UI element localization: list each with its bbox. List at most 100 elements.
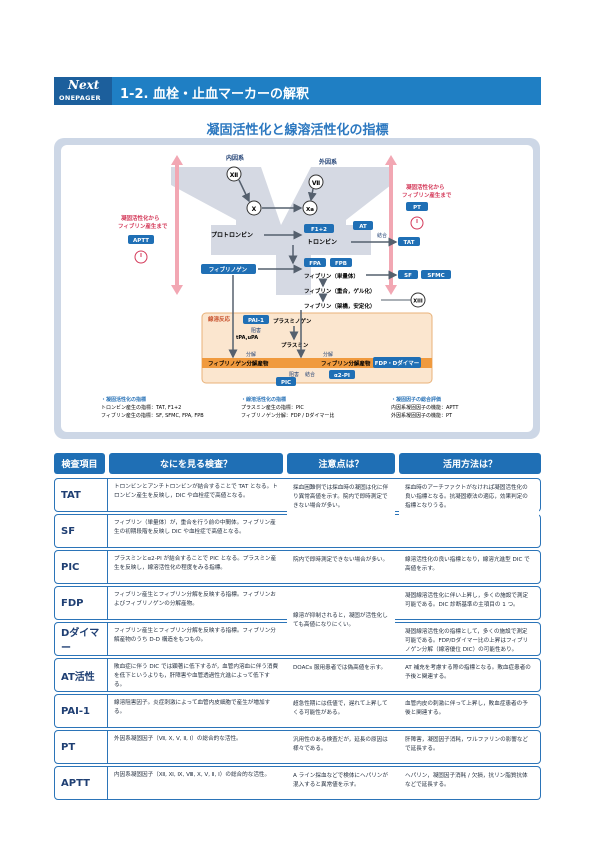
diagram-canvas: 内因系 外因系 Ⅻ Ⅶ Ⅹ Ⅹa プロトロンビン F1+2 トロンビン AT 結…	[61, 145, 533, 432]
use-tat-sf: 採血時のアーチファクトがなければ凝固活性化の良い指標となる。抗凝固療法の適応，効…	[399, 480, 539, 546]
tat-box	[398, 237, 420, 246]
fibrin-stable-label: フィブリン（架橋，安定化）	[304, 302, 375, 310]
fpb-box	[330, 258, 352, 267]
use-at: AT 補充を考慮する際の指標となる。敗血症患者の予後と関連する。	[399, 660, 539, 690]
coagulation-diagram: 内因系 外因系 Ⅻ Ⅶ Ⅹ Ⅹa プロトロンビン F1+2 トロンビン AT 結…	[97, 154, 497, 429]
pic-box	[276, 377, 296, 386]
at-bind-label: 結合	[377, 232, 387, 239]
f12-label: F1+2	[311, 227, 327, 233]
item-description: 外因系凝固因子（Ⅶ, Ⅹ, Ⅴ, Ⅱ, Ⅰ）の総合的な活性。	[114, 736, 242, 742]
aptt-label: APTT	[133, 238, 149, 244]
sfmc-box	[421, 270, 451, 279]
item-description: トロンビンとアンチトロンビンが結合することで TAT となる。トロンビン産生を反…	[114, 484, 278, 499]
use-pic: 線溶活性化の良い指標となり，線溶亢進型 DIC で高値を示す。	[399, 552, 539, 582]
intrinsic-label: 内因系	[226, 154, 244, 162]
fpa-label: FPA	[309, 261, 321, 267]
legend2-line1: プラスミン産生の指標：PIC	[241, 404, 304, 411]
factor-x-label: Ⅹ	[252, 206, 257, 213]
degrade-right-label: 分解	[323, 351, 333, 358]
use-ddimer: 凝固線溶活性化の指標として，多くの施設で測定可能である。FDP/Dダイマー比の上…	[399, 624, 539, 654]
sfmc-label: SFMC	[427, 273, 444, 279]
sf-label: SF	[404, 273, 412, 279]
plasminogen-label: プラスミノゲン	[273, 317, 312, 325]
diagram-title: 凝固活性化と線溶活性化の指標	[206, 123, 389, 138]
use-pt: 肝障害，凝固因子消耗，ワルファリンの影響などで延長する。	[399, 732, 539, 762]
legend1-line2: フィブリン産生の指標：SF, SFMC, FPA, FPB	[101, 412, 204, 419]
fibrinogen-box	[201, 264, 256, 274]
use-fdp: 凝固線溶活性化に伴い上昇し，多くの施設で測定可能である。DIC 診断基準の主項目…	[399, 588, 539, 618]
fgdp-label: フィブリノゲン分解産物	[208, 360, 269, 368]
fdp-dd-label: FDP・Dダイマー	[375, 359, 420, 367]
item-description: 内因系凝固因子（Ⅻ, Ⅺ, Ⅸ, Ⅷ, Ⅹ, Ⅴ, Ⅱ, Ⅰ）の総合的な活性。	[114, 772, 271, 778]
fpa-box	[304, 258, 326, 267]
legend3-line2: 外因系凝固因子の機能：PT	[391, 412, 453, 419]
fibrin-monomer-label: フィブリン（単量体）	[304, 272, 359, 280]
thrombin-label: トロンビン	[307, 238, 337, 246]
fibrinogen-label: フィブリノゲン	[209, 266, 248, 274]
header-caution: 注意点は？	[287, 453, 395, 474]
extrinsic-label: 外因系	[318, 158, 337, 166]
caution-pai1: 超急性期には低値で，遅れて上昇してくる可能性がある。	[287, 696, 395, 726]
fdp-dd-box	[373, 357, 421, 368]
funnel-body	[211, 225, 371, 255]
caution-pt: 汎用性のある検査だが，延長の原因は様々である。	[287, 732, 395, 762]
at-box	[353, 221, 373, 230]
item-label: PAI-1	[55, 695, 108, 727]
legend3-line1: 内因系凝固因子の機能：APTT	[391, 404, 459, 411]
header-what: なにを見る検査？	[109, 453, 283, 474]
section-title: 1-2. 血栓・止血マーカーの解釈	[120, 87, 309, 102]
fpb-label: FPB	[335, 261, 347, 267]
page-header: Next ONEPAGER 1-2. 血栓・止血マーカーの解釈	[54, 77, 541, 105]
item-label: AT活性	[55, 659, 108, 691]
f12-box	[304, 224, 334, 233]
fibrin-poly-label: フィブリン（重合，ゲル化）	[304, 287, 375, 295]
item-label: Dダイマー	[55, 623, 108, 655]
logo-brand: Next	[68, 78, 100, 92]
legend1-title: ・凝固活性化の指標	[101, 396, 146, 403]
item-description: 敗血症に伴う DIC では顕著に低下するが，血管内溶血に伴う消費を低下というより…	[114, 664, 279, 688]
fibrinolysis-box	[201, 312, 433, 384]
legend2-title: ・線溶活性化の指標	[241, 396, 286, 403]
left-note-2: フィブリン産生まで	[118, 222, 168, 230]
caution-aptt: A ライン採血などで検体にヘパリンが混入すると異常値を示す。	[287, 768, 395, 798]
item-label: PT	[55, 731, 108, 763]
item-label: PIC	[55, 551, 108, 583]
pic-label: PIC	[281, 380, 291, 386]
caution-pic: 院内で即時測定できない場合が多い。	[287, 552, 395, 582]
item-description: フィブリン産生とフィブリン分解を反映する指標。フィブリン分解産物のうち D-D …	[114, 628, 276, 643]
factor-x-node	[246, 200, 262, 216]
degrade-left-label: 分解	[246, 351, 256, 358]
prothrombin-label: プロトロンビン	[211, 231, 253, 239]
degradation-band	[202, 358, 432, 368]
right-note-1: 凝固活性化から	[406, 183, 445, 191]
fdp-label: フィブリン分解産物	[321, 360, 371, 368]
pai1-label: PAI-1	[248, 318, 264, 324]
item-label: APTT	[55, 767, 108, 799]
plasmin-label: プラスミン	[281, 341, 309, 349]
tat-label: TAT	[404, 240, 415, 246]
left-note-1: 凝固活性化から	[121, 214, 160, 222]
caution-fdp-dd: 線溶が抑制されると，凝固が活性化しても高値になりにくい。	[287, 588, 395, 654]
pai1-box	[243, 315, 269, 324]
item-description: フィブリン（単量体）が，重合を行う前の中間体。フィブリン産生の初期段階を反映し …	[114, 520, 276, 535]
pt-label: PT	[413, 205, 421, 211]
logo-subtext: ONEPAGER	[59, 94, 101, 102]
caution-tat-sf: 採血困難例では採血時の凝固は化に伴り異常高値を示す。院内で即時測定できない場合が…	[287, 480, 395, 546]
aptt-clock-icon	[134, 250, 148, 264]
factor-xiii-label: XIII	[413, 299, 423, 305]
tpa-upa-label: tPA,uPA	[236, 335, 258, 341]
header-item: 検査項目	[54, 453, 105, 474]
legend-area	[97, 393, 497, 429]
item-description: 線溶阻害因子。炎症刺激によって血管内皮細胞で産生が増加する。	[114, 700, 271, 715]
item-label: SF	[55, 515, 108, 547]
next-onepager-logo: Next ONEPAGER	[54, 77, 112, 105]
caution-at: DOACs 服用患者では偽高値を示す。	[287, 660, 395, 690]
a2pi-label: α2-PI	[334, 373, 350, 379]
item-description: フィブリン産生とフィブリン分解を反映する指標。フィブリンおよびフィブリノゲンの分…	[114, 592, 276, 607]
item-label: FDP	[55, 587, 108, 619]
use-aptt: ヘパリン，凝固因子消耗 / 欠損，抗リン脂質抗体などで延長する。	[399, 768, 539, 798]
pt-clock-icon	[410, 216, 424, 230]
inhibit2-label: 阻害	[289, 371, 299, 378]
aptt-box	[128, 235, 154, 244]
right-note-2: フィブリン産生まで	[402, 191, 452, 199]
